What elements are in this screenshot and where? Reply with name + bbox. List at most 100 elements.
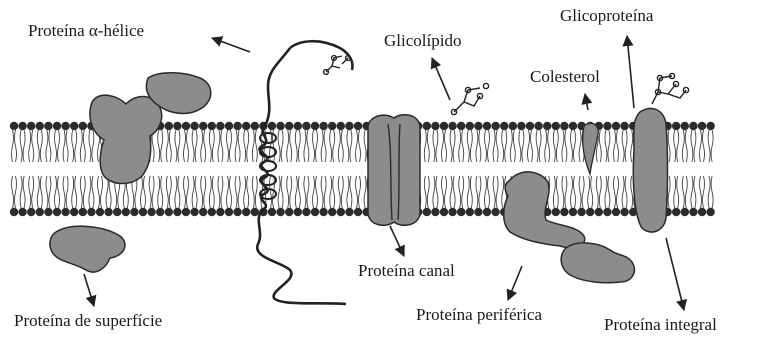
lipid-tail-top [510,130,515,162]
lipid-tail-bottom [493,176,498,208]
lipid-tail-top [227,130,232,162]
lipid-head-bottom [689,208,697,216]
lipid-head-top [182,122,190,130]
lipid-head-top [208,122,216,130]
lipid-tail-bottom [330,176,335,208]
label-alpha-helix-protein: Proteína α-hélice [28,22,144,39]
lipid-tail-top [80,130,85,162]
lipid-tail-bottom [700,176,705,208]
lipid-tail-top [29,130,34,162]
lipid-tail-top [287,130,292,162]
alpha-helix-protein-tail [290,41,353,70]
lipid-tail-bottom [691,176,696,208]
label-glycolipid: Glicolípido [384,32,461,49]
lipid-head-bottom [698,208,706,216]
lipid-head-bottom [104,208,112,216]
lipid-head-bottom [18,208,26,216]
lipid-head-top [44,122,52,130]
lipid-head-top [543,122,551,130]
lipid-tail-bottom [209,176,214,208]
lipid-tail-top [175,130,180,162]
lipid-head-top [466,122,474,130]
lipid-head-bottom [216,208,224,216]
lipid-head-top [483,122,491,130]
lipid-head-top [190,122,198,130]
lipid-tail-bottom [29,176,34,208]
arrow-surface [84,274,94,306]
lipid-tail-bottom [622,176,627,208]
lipid-head-bottom [165,208,173,216]
lipid-head-bottom [251,208,259,216]
lipid-tail-top [536,130,541,162]
lipid-tail-bottom [467,176,472,208]
lipid-tail-top [330,130,335,162]
lipid-head-top [216,122,224,130]
lipid-tail-top [63,130,68,162]
lipid-head-bottom [681,208,689,216]
lipid-tail-bottom [244,176,249,208]
arrow-alpha-helix [212,38,250,52]
lipid-head-bottom [113,208,121,216]
lipid-tail-top [166,130,171,162]
lipid-head-bottom [354,208,362,216]
lipid-tail-top [89,130,94,162]
lipid-head-bottom [10,208,18,216]
lipid-head-bottom [337,208,345,216]
lipid-tail-bottom [37,176,42,208]
lipid-head-bottom [182,208,190,216]
lipid-head-top [319,122,327,130]
lipid-tail-bottom [63,176,68,208]
channel-protein-shape [368,115,420,226]
arrow-integral [666,238,684,310]
lipid-head-bottom [61,208,69,216]
lipid-tail-top [493,130,498,162]
lipid-tail-bottom [295,176,300,208]
lipid-head-bottom [302,208,310,216]
lipid-tail-top [313,130,318,162]
lipid-tail-top [519,130,524,162]
lipid-head-bottom [423,208,431,216]
lipid-head-top [569,122,577,130]
lipid-tail-bottom [313,176,318,208]
lipid-tail-bottom [175,176,180,208]
lipid-tail-top [502,130,507,162]
lipid-head-top [70,122,78,130]
lipid-tail-bottom [46,176,51,208]
lipid-tail-top [459,130,464,162]
lipid-tail-top [450,130,455,162]
lipid-tail-top [528,130,533,162]
label-integral-protein: Proteína integral [604,316,717,333]
lipid-tail-top [321,130,326,162]
lipid-head-bottom [569,208,577,216]
lipid-tail-bottom [674,176,679,208]
lipid-head-bottom [672,208,680,216]
lipid-head-bottom [36,208,44,216]
lipid-head-bottom [612,208,620,216]
lipid-head-bottom [586,208,594,216]
lipid-head-top [61,122,69,130]
lipid-tail-bottom [614,176,619,208]
lipid-head-bottom [448,208,456,216]
lipid-head-bottom [190,208,198,216]
lipid-tail-bottom [562,176,567,208]
arrow-glycoprotein [627,36,634,108]
lipid-tail-bottom [450,176,455,208]
lipid-head-top [431,122,439,130]
lipid-head-top [173,122,181,130]
lipid-tail-top [571,130,576,162]
lipid-head-top [681,122,689,130]
lipid-tail-top [304,130,309,162]
lipid-head-top [440,122,448,130]
lipid-tail-bottom [356,176,361,208]
lipid-head-bottom [53,208,61,216]
lipid-head-bottom [268,208,276,216]
lipid-head-bottom [431,208,439,216]
label-cholesterol: Colesterol [530,68,600,85]
lipid-head-bottom [595,208,603,216]
lipid-tail-bottom [270,176,275,208]
lipid-tail-top [708,130,713,162]
lipid-head-bottom [311,208,319,216]
lipid-tail-top [442,130,447,162]
lipid-head-bottom [225,208,233,216]
lipid-head-bottom [345,208,353,216]
